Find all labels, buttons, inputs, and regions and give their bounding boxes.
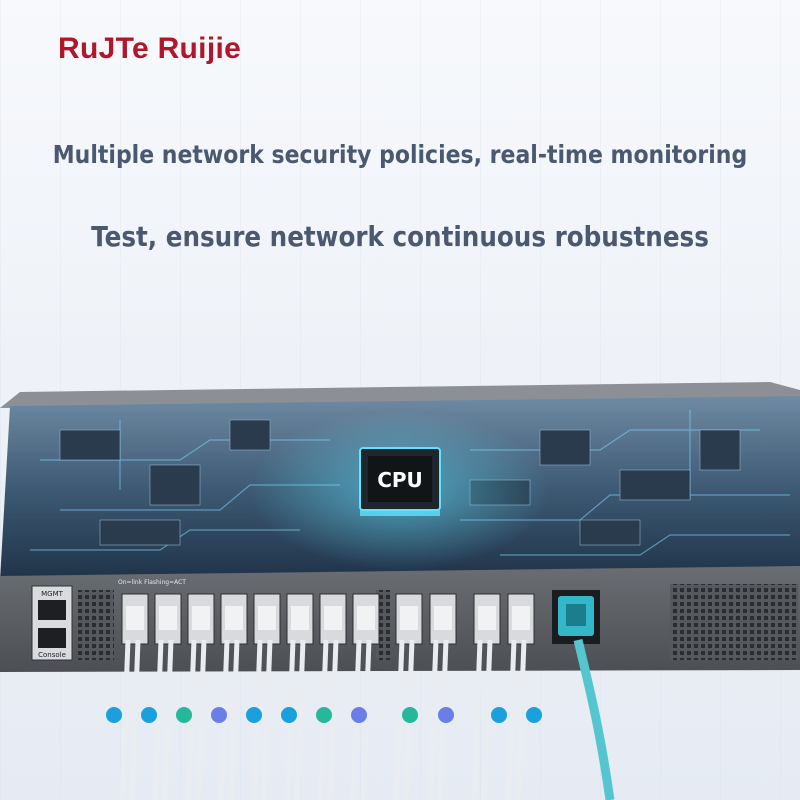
cable-dot — [141, 707, 157, 723]
headline-line-1: Multiple network security policies, real… — [52, 140, 748, 169]
fiber-cable — [515, 639, 527, 800]
left-vent — [78, 590, 114, 660]
cable-dot — [526, 707, 542, 723]
fiber-cable — [162, 639, 174, 800]
sfp-connector — [126, 606, 144, 630]
cable-dot — [106, 707, 122, 723]
fiber-cable — [261, 639, 273, 800]
cable-indicator-dots — [106, 707, 542, 723]
fiber-cable — [505, 639, 517, 800]
cpu-chip: CPU — [359, 447, 441, 516]
sfp-connector — [434, 606, 452, 630]
mgmt-console-ports: MGMT Console — [31, 585, 73, 661]
sfp-connector — [291, 606, 309, 630]
sfp-connector — [225, 606, 243, 630]
sfp-connector — [357, 606, 375, 630]
fiber-cable — [481, 639, 493, 800]
console-label: Console — [38, 651, 66, 659]
sfp-connector — [192, 606, 210, 630]
sfp-connector — [512, 606, 530, 630]
fiber-cable — [129, 639, 141, 800]
cable-dot — [211, 707, 227, 723]
fiber-cable — [119, 639, 131, 800]
sfp-connector — [400, 606, 418, 630]
fiber-cable — [471, 639, 483, 800]
mgmt-label: MGMT — [41, 590, 64, 598]
qsfp-cable — [573, 638, 615, 800]
cable-dot — [402, 707, 418, 723]
sfp-connector — [478, 606, 496, 630]
cable-dot — [281, 707, 297, 723]
cpu-label: CPU — [377, 468, 423, 492]
fiber-cable — [195, 639, 207, 800]
cable-dot — [438, 707, 454, 723]
right-vent — [670, 584, 798, 660]
headline-line-2: Test, ensure network continuous robustne… — [91, 220, 709, 253]
fiber-cable — [393, 639, 405, 800]
cable-dot — [351, 707, 367, 723]
network-switch-illustration: CPU MGMT Console On=link Flashing=ACT — [0, 382, 800, 800]
sfp-connector — [159, 606, 177, 630]
sfp-connector — [258, 606, 276, 630]
fiber-cable — [294, 639, 306, 800]
sfp-port-array — [121, 593, 535, 645]
fiber-cable — [152, 639, 164, 800]
qsfp-module — [552, 590, 600, 644]
cable-dot — [176, 707, 192, 723]
cable-dot — [316, 707, 332, 723]
fiber-cable — [427, 639, 439, 800]
fiber-cable — [228, 639, 240, 800]
sfp-connector — [324, 606, 342, 630]
cable-dot — [491, 707, 507, 723]
cable-dot — [246, 707, 262, 723]
fiber-cable — [327, 639, 339, 800]
brand-logo-text: RuJTe Ruijie — [58, 32, 242, 65]
status-legend: On=link Flashing=ACT — [118, 579, 186, 586]
